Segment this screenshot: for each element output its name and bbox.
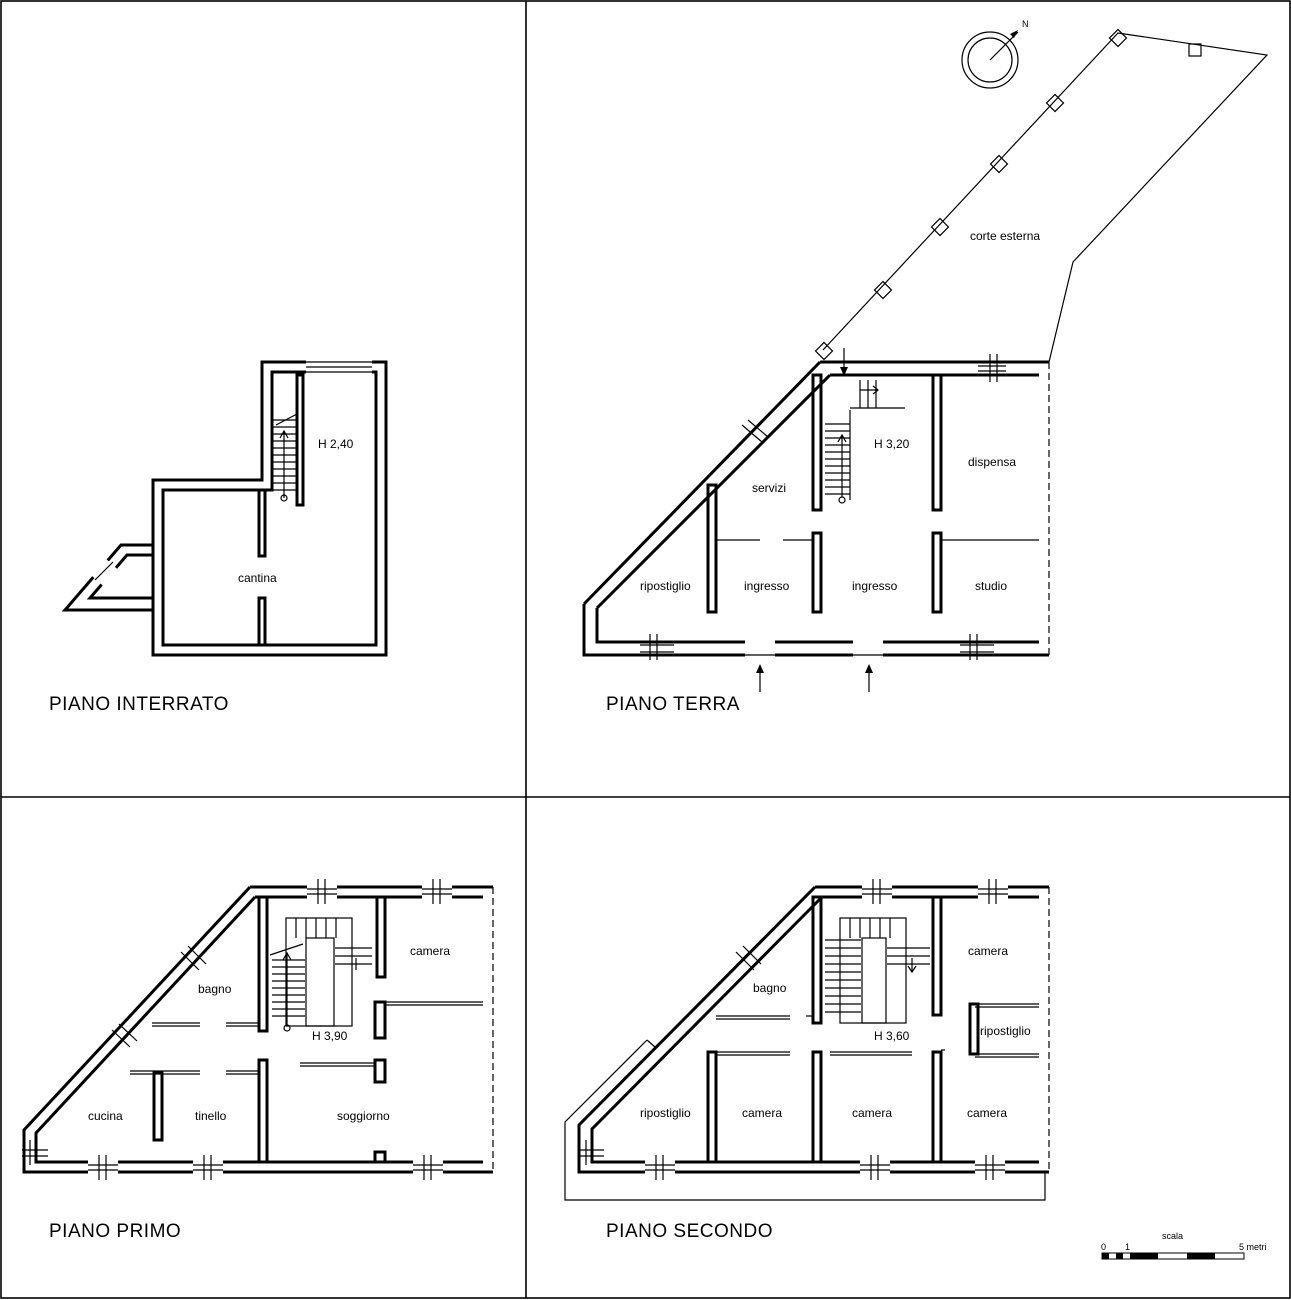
scale-tick-1: 1	[1125, 1242, 1130, 1252]
room-label-cantina: cantina	[238, 571, 277, 585]
floor-title: PIANO PRIMO	[49, 1221, 181, 1242]
room-label-servizi: servizi	[752, 481, 786, 495]
plan-secondo: camera bagno ripostiglio H 3,60 ripostig…	[564, 879, 1050, 1242]
height-label: H 3,90	[312, 1029, 348, 1043]
height-label: H 3,20	[874, 437, 910, 451]
scale-bar: scala 0 1 5 metri	[1101, 1231, 1267, 1260]
plan-primo: camera bagno H 3,90 cucina tinello soggi…	[22, 879, 494, 1242]
height-label: H 3,60	[874, 1029, 910, 1043]
scale-tick-0: 0	[1101, 1242, 1106, 1252]
room-label-ripostiglio-2: ripostiglio	[640, 1106, 691, 1120]
entrance-arrows	[745, 348, 884, 692]
scale-tick-5: 5 metri	[1239, 1242, 1267, 1252]
room-label-camera-4: camera	[967, 1106, 1007, 1120]
floor-title: PIANO TERRA	[606, 694, 740, 715]
room-label-studio: studio	[975, 579, 1007, 593]
scale-label: scala	[1162, 1231, 1183, 1241]
room-label-camera: camera	[410, 944, 450, 958]
room-label-tinello: tinello	[195, 1109, 227, 1123]
room-label-camera: camera	[968, 944, 1008, 958]
room-label-camera-3: camera	[852, 1106, 892, 1120]
room-label-dispensa: dispensa	[968, 455, 1016, 469]
room-label-ingresso-2: ingresso	[852, 579, 898, 593]
room-label-soggiorno: soggiorno	[337, 1109, 390, 1123]
room-label-ingresso: ingresso	[744, 579, 790, 593]
room-label-ripostiglio: ripostiglio	[980, 1024, 1031, 1038]
north-compass-icon: N	[961, 19, 1029, 89]
room-label-ripostiglio: ripostiglio	[640, 579, 691, 593]
plan-terra: corte esterna N	[582, 19, 1269, 715]
room-label-camera-2: camera	[742, 1106, 782, 1120]
height-label: H 2,40	[318, 437, 354, 451]
svg-text:N: N	[1022, 19, 1029, 29]
room-label-bagno: bagno	[198, 982, 232, 996]
floor-title: PIANO INTERRATO	[49, 694, 229, 715]
floor-title: PIANO SECONDO	[606, 1221, 773, 1242]
room-label-bagno: bagno	[753, 981, 787, 995]
room-label-cucina: cucina	[88, 1109, 123, 1123]
room-label-corte-esterna: corte esterna	[970, 229, 1040, 243]
plan-interrato: H 2,40 cantina PIANO INTERRATO	[49, 359, 388, 715]
